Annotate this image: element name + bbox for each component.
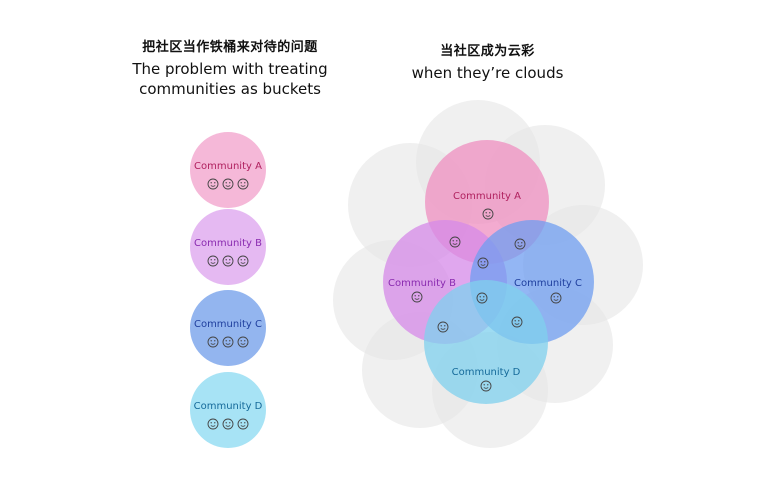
bucket-circle: Community A xyxy=(190,132,266,208)
overlapping-community-clouds xyxy=(383,140,594,404)
face-icon xyxy=(222,255,234,267)
face-icon xyxy=(449,236,461,248)
bucket-label: Community B xyxy=(194,238,262,249)
face-icon xyxy=(237,255,249,267)
face-icon xyxy=(550,292,562,304)
bucket-circle: Community D xyxy=(190,372,266,448)
bucket-circle: Community C xyxy=(190,290,266,366)
face-icon xyxy=(411,291,423,303)
left-title-chinese: 把社区当作铁桶来对待的问题 xyxy=(142,40,318,55)
cloud-labels: Community A Community B Community C Communi… xyxy=(388,191,582,378)
bucket-circle-fill xyxy=(190,209,266,285)
face-icon xyxy=(237,178,249,190)
left-title-english-line2: communities as buckets xyxy=(139,80,321,98)
community-cloud xyxy=(424,280,548,404)
face-icon xyxy=(207,418,219,430)
right-title-chinese: 当社区成为云彩 xyxy=(440,44,535,59)
face-icon xyxy=(476,292,488,304)
face-icon xyxy=(207,255,219,267)
bucket-circle-fill xyxy=(190,372,266,448)
face-icon xyxy=(222,178,234,190)
community-cloud-label: Community D xyxy=(452,367,521,378)
right-title-block: 当社区成为云彩 when they’re clouds xyxy=(400,40,575,83)
bucket-circle-fill xyxy=(190,132,266,208)
bucket-label: Community D xyxy=(194,401,263,412)
face-icon xyxy=(480,380,492,392)
face-icon xyxy=(511,316,523,328)
bucket-circle-fill xyxy=(190,290,266,366)
right-title-english: when they’re clouds xyxy=(411,64,564,82)
bucket-column: Community A Community B Community C Communi… xyxy=(190,132,266,448)
bucket-label: Community A xyxy=(194,161,262,172)
face-icon xyxy=(237,418,249,430)
face-icon xyxy=(207,336,219,348)
face-icon xyxy=(237,336,249,348)
community-cloud-label: Community B xyxy=(388,278,456,289)
cloud-member-faces xyxy=(411,208,562,392)
left-title-block: 把社区当作铁桶来对待的问题 The problem with treating … xyxy=(125,36,335,99)
face-icon xyxy=(514,238,526,250)
face-icon xyxy=(437,321,449,333)
community-cloud-label: Community C xyxy=(514,278,582,289)
face-icon xyxy=(222,336,234,348)
community-cloud-label: Community A xyxy=(453,191,521,202)
face-icon xyxy=(482,208,494,220)
face-icon xyxy=(222,418,234,430)
left-title-english-line1: The problem with treating xyxy=(132,60,328,78)
bucket-label: Community C xyxy=(194,319,262,330)
bucket-circle: Community B xyxy=(190,209,266,285)
face-icon xyxy=(477,257,489,269)
face-icon xyxy=(207,178,219,190)
